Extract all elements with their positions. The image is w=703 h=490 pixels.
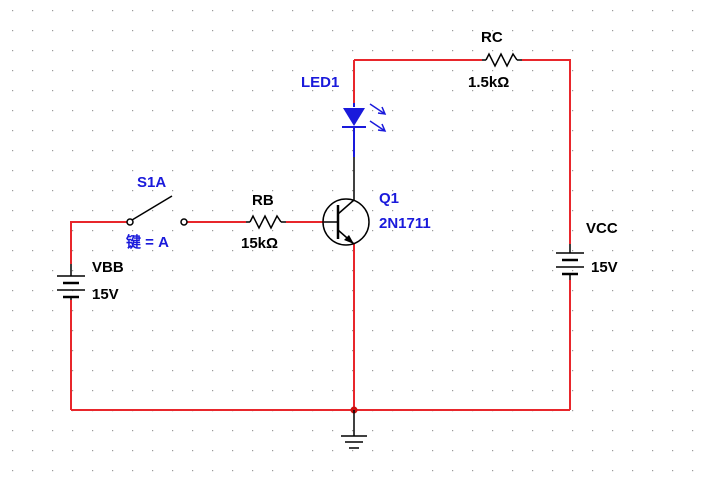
wires xyxy=(70,59,571,411)
s1a-ref-label: S1A xyxy=(137,174,166,191)
vcc-value-label: 15V xyxy=(591,259,618,276)
transistor-q1[interactable] xyxy=(322,157,370,246)
resistor-rb[interactable] xyxy=(246,214,286,230)
led1-ref-label: LED1 xyxy=(301,74,339,91)
switch-s1a[interactable] xyxy=(126,195,188,226)
wire-vbb-to-switch xyxy=(70,221,130,264)
battery-vcc[interactable] xyxy=(556,244,584,280)
vcc-ref-label: VCC xyxy=(586,220,618,237)
s1a-key-label: 键 = A xyxy=(125,233,169,251)
vbb-value-label: 15V xyxy=(92,286,119,303)
rc-ref-label: RC xyxy=(481,29,503,46)
rc-value-label: 1.5kΩ xyxy=(468,74,509,91)
ground-icon[interactable] xyxy=(341,410,367,449)
q1-model-label: 2N1711 xyxy=(379,215,431,232)
battery-vbb[interactable] xyxy=(57,264,85,300)
vbb-ref-label: VBB xyxy=(92,259,124,276)
rb-ref-label: RB xyxy=(252,192,274,209)
led1-diode[interactable] xyxy=(342,103,387,157)
wire-rc-to-vcc xyxy=(522,59,571,244)
rb-value-label: 15kΩ xyxy=(241,235,278,252)
light-emission-icon xyxy=(369,103,387,132)
resistor-rc[interactable] xyxy=(482,52,522,68)
grid-dots xyxy=(12,10,694,472)
q1-ref-label: Q1 xyxy=(379,190,399,207)
